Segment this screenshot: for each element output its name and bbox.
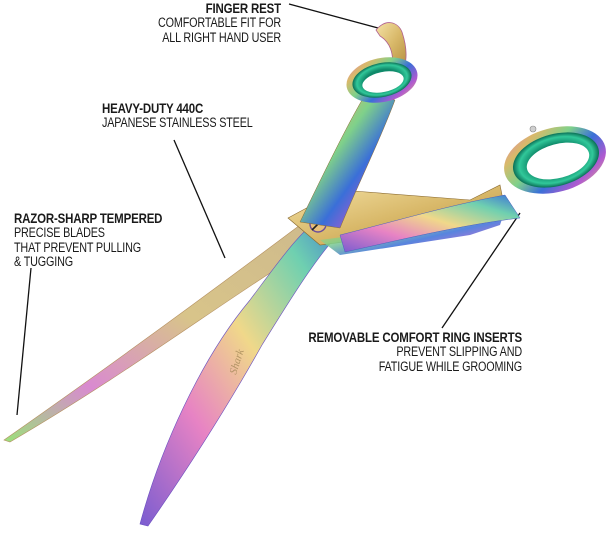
callout-steel: HEAVY-DUTY 440C JAPANESE STAINLESS STEEL [102, 101, 342, 130]
callout-finger-rest: FINGER REST COMFORTABLE FIT FOR ALL RIGH… [21, 1, 281, 44]
finger-rest [375, 22, 407, 69]
callout-line: THAT PREVENT PULLING [14, 239, 142, 255]
callout-razor-sharp: RAZOR-SHARP TEMPERED PRECISE BLADES THAT… [14, 211, 254, 269]
razor-pointer-line [16, 267, 32, 416]
callout-comfort-rings: REMOVABLE COMFORT RING INSERTS PREVENT S… [202, 330, 522, 373]
callout-line: & TUGGING [14, 254, 73, 269]
callout-line: JAPANESE STAINLESS STEEL [102, 115, 253, 130]
callout-line: ALL RIGHT HAND USER [162, 29, 281, 45]
callout-title: FINGER REST [205, 0, 282, 16]
callout-title: HEAVY-DUTY 440C [102, 100, 204, 116]
callout-line: FATIGUE WHILE GROOMING [378, 358, 522, 374]
finger-rest-screw-icon [529, 125, 537, 133]
callout-line: COMFORTABLE FIT FOR [158, 15, 281, 30]
rings-pointer-line [441, 212, 521, 329]
lower-shank [339, 194, 521, 253]
steel-pointer-line [173, 139, 226, 259]
right-ring-hole [526, 142, 590, 180]
callout-title: REMOVABLE COMFORT RING INSERTS [308, 329, 522, 345]
callout-line: PRECISE BLADES [14, 225, 105, 240]
callout-title: RAZOR-SHARP TEMPERED [14, 210, 163, 226]
top-ring-hole [362, 71, 404, 93]
callout-line: PREVENT SLIPPING AND [396, 344, 522, 359]
finger-rest-pointer-line [288, 3, 379, 29]
upper-shank [299, 94, 396, 229]
